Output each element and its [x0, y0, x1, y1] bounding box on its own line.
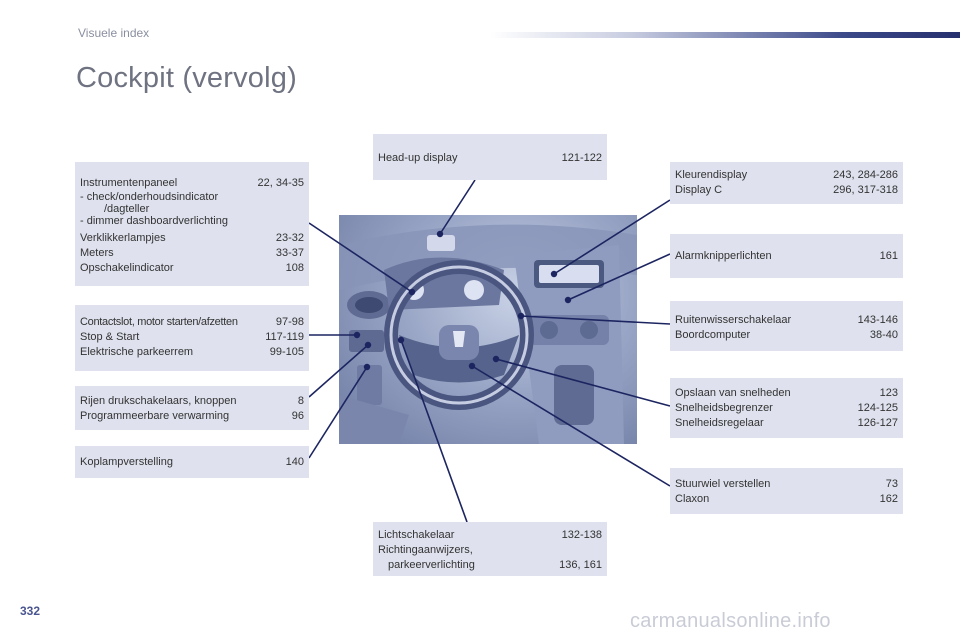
label-meters[interactable]: Meters: [80, 247, 114, 259]
pages-claxon[interactable]: 162: [879, 493, 898, 505]
pages-drukschakelaars[interactable]: 8: [297, 395, 304, 407]
label-stop-start[interactable]: Stop & Start: [80, 331, 140, 343]
row-opslaan-snelheden: Opslaan van snelheden 123: [675, 386, 898, 401]
label-parkeerverlichting[interactable]: parkeerverlichting: [388, 559, 475, 571]
box-headup: Head-up display 121-122: [373, 134, 607, 180]
row-parkeerverlichting: parkeerverlichting 136, 161: [378, 558, 602, 573]
pages-boordcomputer[interactable]: 38-40: [869, 329, 898, 341]
label-drukschakelaars[interactable]: Rijen drukschakelaars, knoppen: [80, 395, 237, 407]
section-title: Visuele index: [78, 26, 150, 40]
row-kleurendisplay: Kleurendisplay 243, 284-286: [675, 168, 898, 183]
row-contactslot: Contactslot, motor starten/afzetten 97-9…: [80, 315, 304, 330]
box-stuurwiel: Stuurwiel verstellen 73 Claxon 162: [670, 468, 903, 514]
label-opschakelindicator[interactable]: Opschakelindicator: [80, 262, 174, 274]
label-kleurendisplay[interactable]: Kleurendisplay: [675, 169, 748, 181]
pages-alarmknipperlichten[interactable]: 161: [879, 250, 898, 262]
label-headup[interactable]: Head-up display: [378, 152, 458, 164]
box-drukschakelaars: Rijen drukschakelaars, knoppen 8 Program…: [75, 386, 309, 430]
row-headup: Head-up display 121-122: [378, 151, 602, 166]
label-boordcomputer[interactable]: Boordcomputer: [675, 329, 751, 341]
label-snelheidsregelaar[interactable]: Snelheidsregelaar: [675, 417, 764, 429]
watermark: carmanualsonline.info: [630, 610, 831, 632]
label-koplampverstelling[interactable]: Koplampverstelling: [80, 456, 173, 468]
pages-meters[interactable]: 33-37: [275, 247, 304, 259]
pages-opschakelindicator[interactable]: 108: [285, 262, 304, 274]
label-contactslot[interactable]: Contactslot, motor starten/afzetten: [80, 316, 238, 328]
label-verklikkerlampjes[interactable]: Verklikkerlampjes: [80, 232, 166, 244]
row-snelheidsregelaar: Snelheidsregelaar 126-127: [675, 416, 898, 431]
box-snelheden: Opslaan van snelheden 123 Snelheidsbegre…: [670, 378, 903, 438]
label-stuurwiel-verstellen[interactable]: Stuurwiel verstellen: [675, 478, 771, 490]
row-drukschakelaars: Rijen drukschakelaars, knoppen 8: [80, 394, 304, 409]
sub-dimmer: - dimmer dashboardverlichting: [80, 215, 228, 227]
label-instrumentenpaneel[interactable]: Instrumentenpaneel: [80, 177, 178, 189]
cockpit-image: [339, 215, 637, 444]
label-lichtschakelaar[interactable]: Lichtschakelaar: [378, 529, 455, 541]
pages-stuurwiel-verstellen[interactable]: 73: [885, 478, 898, 490]
box-koplamp: Koplampverstelling 140: [75, 446, 309, 478]
pages-contactslot[interactable]: 97-98: [275, 316, 304, 328]
row-stop-start: Stop & Start 117-119: [80, 330, 304, 345]
row-verklikkerlampjes: Verklikkerlampjes 23-32: [80, 231, 304, 246]
row-claxon: Claxon 162: [675, 492, 898, 507]
pages-ruitenwisserschakelaar[interactable]: 143-146: [857, 314, 898, 326]
box-contactslot: Contactslot, motor starten/afzetten 97-9…: [75, 305, 309, 371]
label-parkeerrem[interactable]: Elektrische parkeerrem: [80, 346, 194, 358]
row-alarmknipperlichten: Alarmknipperlichten 161: [675, 249, 898, 264]
sub-dagteller: /dagteller: [104, 203, 150, 215]
row-programmeerbare-verwarming: Programmeerbare verwarming 96: [80, 409, 304, 424]
row-snelheidsbegrenzer: Snelheidsbegrenzer 124-125: [675, 401, 898, 416]
label-snelheidsbegrenzer[interactable]: Snelheidsbegrenzer: [675, 402, 773, 414]
label-claxon[interactable]: Claxon: [675, 493, 710, 505]
pages-parkeerrem[interactable]: 99-105: [269, 346, 304, 358]
label-richtingaanwijzers[interactable]: Richtingaanwijzers,: [378, 544, 473, 556]
pages-opslaan-snelheden[interactable]: 123: [879, 387, 898, 399]
pages-display-c[interactable]: 296, 317-318: [833, 184, 898, 196]
pages-snelheidsregelaar[interactable]: 126-127: [857, 417, 898, 429]
box-instrumentenpaneel: Instrumentenpaneel 22, 34-35 - check/ond…: [75, 162, 309, 286]
label-programmeerbare-verwarming[interactable]: Programmeerbare verwarming: [80, 410, 230, 422]
row-meters: Meters 33-37: [80, 246, 304, 261]
box-kleurendisplay: Kleurendisplay 243, 284-286 Display C 29…: [670, 162, 903, 204]
pages-programmeerbare-verwarming[interactable]: 96: [291, 410, 304, 422]
row-lichtschakelaar: Lichtschakelaar 132-138: [378, 528, 602, 543]
row-koplampverstelling: Koplampverstelling 140: [80, 455, 304, 470]
pages-verklikkerlampjes[interactable]: 23-32: [275, 232, 304, 244]
page-number: 332: [20, 604, 41, 618]
label-display-c[interactable]: Display C: [675, 184, 723, 196]
label-alarmknipperlichten[interactable]: Alarmknipperlichten: [675, 250, 772, 262]
row-boordcomputer: Boordcomputer 38-40: [675, 328, 898, 343]
row-parkeerrem: Elektrische parkeerrem 99-105: [80, 345, 304, 360]
row-opschakelindicator: Opschakelindicator 108: [80, 261, 304, 276]
pages-headup[interactable]: 121-122: [561, 152, 602, 164]
pages-instrumentenpaneel[interactable]: 22, 34-35: [257, 177, 304, 189]
label-opslaan-snelheden[interactable]: Opslaan van snelheden: [675, 387, 791, 399]
page-title: Cockpit (vervolg): [76, 62, 297, 94]
row-ruitenwisserschakelaar: Ruitenwisserschakelaar 143-146: [675, 313, 898, 328]
box-ruitenwisser: Ruitenwisserschakelaar 143-146 Boordcomp…: [670, 301, 903, 351]
row-stuurwiel-verstellen: Stuurwiel verstellen 73: [675, 477, 898, 492]
box-licht: Lichtschakelaar 132-138 Richtingaanwijze…: [373, 522, 607, 576]
pages-kleurendisplay[interactable]: 243, 284-286: [833, 169, 898, 181]
row-instrumentenpaneel: Instrumentenpaneel 22, 34-35: [80, 176, 304, 191]
header-bar: [490, 32, 960, 38]
row-display-c: Display C 296, 317-318: [675, 183, 898, 198]
box-alarm: Alarmknipperlichten 161: [670, 234, 903, 278]
sub-check-onderhoud: - check/onderhoudsindicator: [80, 191, 219, 203]
pages-koplampverstelling[interactable]: 140: [285, 456, 304, 468]
pages-stop-start[interactable]: 117-119: [265, 331, 304, 343]
pages-snelheidsbegrenzer[interactable]: 124-125: [857, 402, 898, 414]
label-ruitenwisserschakelaar[interactable]: Ruitenwisserschakelaar: [675, 314, 792, 326]
pages-parkeerverlichting[interactable]: 136, 161: [559, 559, 602, 571]
pages-lichtschakelaar[interactable]: 132-138: [561, 529, 602, 541]
